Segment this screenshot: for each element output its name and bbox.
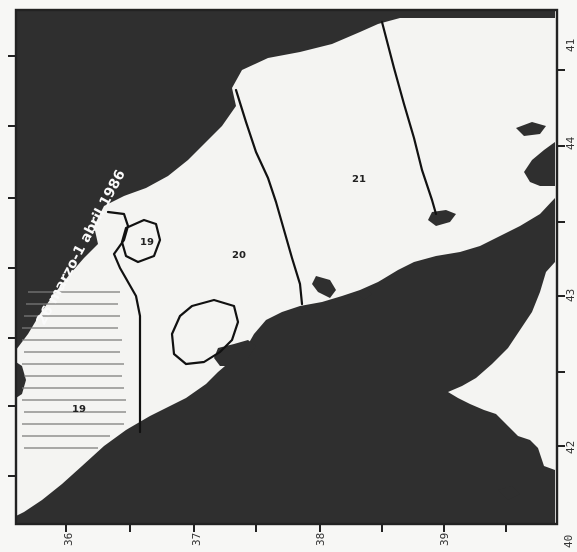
land-upper-left (16, 10, 555, 350)
isotherm-contours (106, 20, 438, 434)
tick-label-bottom-1: 36 (62, 533, 75, 546)
tick-label-bottom-4: 39 (438, 533, 451, 546)
tick-label-right-4: 41 (564, 39, 577, 52)
contour-closed-19 (120, 218, 162, 264)
contour-label-b: 19 (72, 404, 86, 415)
contour-label-d: 21 (352, 174, 366, 185)
land-right-peninsula (524, 142, 555, 186)
contour-closed-20 (170, 298, 240, 366)
tick-label-bottom-5: 40 (562, 535, 575, 548)
land-lower-right (16, 198, 555, 524)
contour-line-21-east (380, 20, 438, 216)
tick-label-bottom-2: 37 (190, 533, 203, 546)
contour-label-c: 20 (232, 250, 246, 261)
hatching (22, 291, 126, 449)
contour-line-20-21 (234, 88, 304, 306)
tick-label-bottom-3: 38 (314, 533, 327, 546)
contour-label-a: 19 (140, 237, 154, 248)
land-left-edge (16, 362, 26, 398)
tick-label-right-1: 44 (564, 136, 577, 150)
tick-label-right-2: 43 (564, 289, 577, 302)
right-ticks (557, 69, 565, 447)
tick-label-right-3: 42 (564, 441, 577, 454)
island-6 (356, 288, 372, 300)
left-ticks (8, 55, 16, 477)
island-5 (498, 486, 520, 500)
bottom-ticks (65, 524, 507, 532)
island-1 (312, 276, 336, 298)
island-4 (516, 122, 546, 136)
